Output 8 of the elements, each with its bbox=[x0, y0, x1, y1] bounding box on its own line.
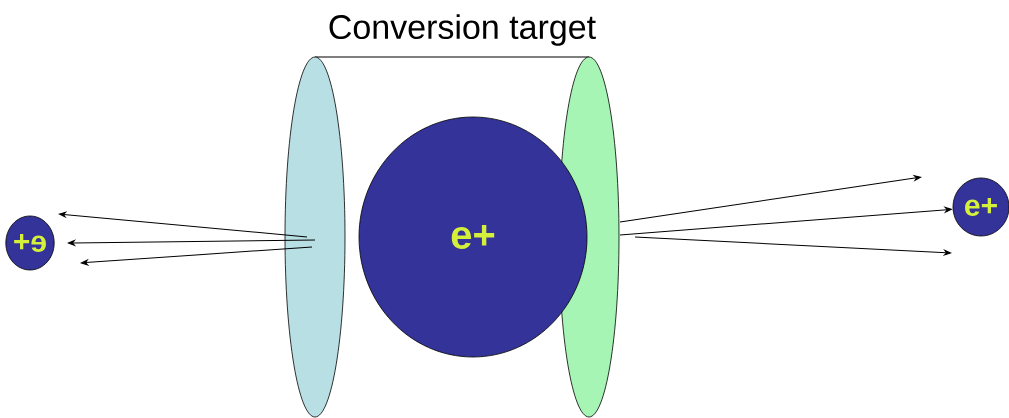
target-ellipse bbox=[284, 56, 346, 418]
arrow bbox=[80, 246, 313, 266]
arrow bbox=[58, 211, 308, 238]
arrow bbox=[67, 239, 316, 246]
arrow bbox=[619, 206, 952, 236]
arrow bbox=[634, 236, 952, 256]
title: Conversion target bbox=[329, 14, 596, 46]
arrow bbox=[619, 175, 922, 223]
